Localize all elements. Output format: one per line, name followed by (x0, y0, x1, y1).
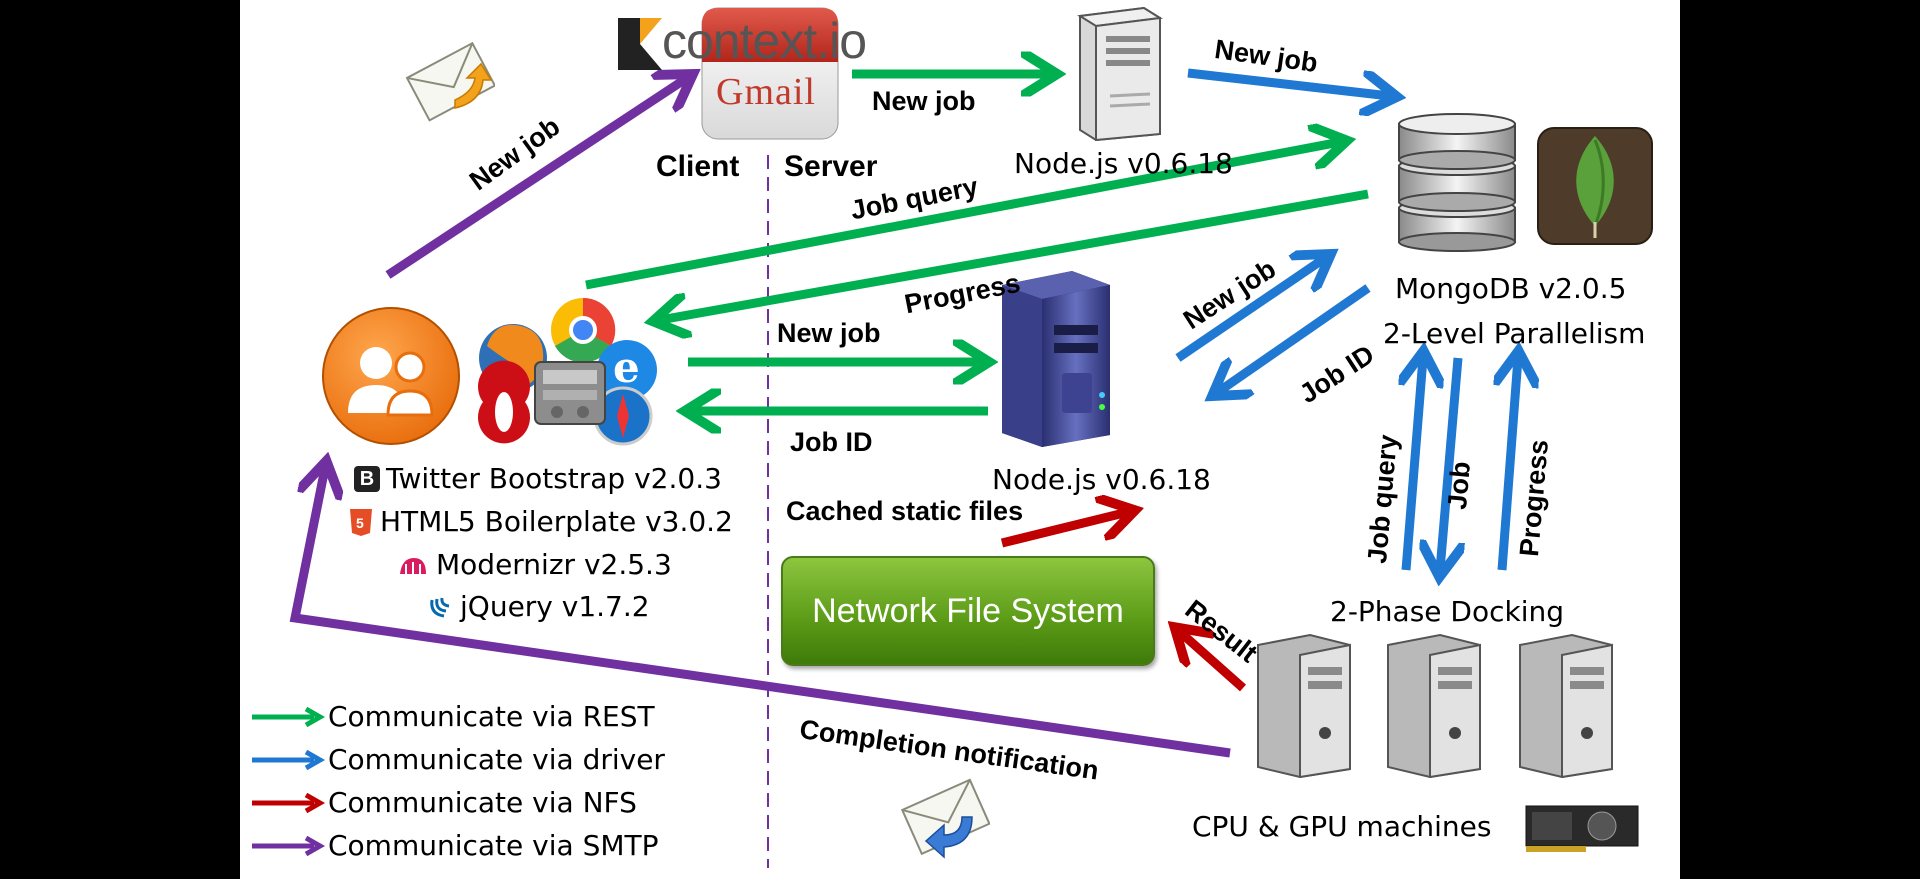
legend-arrow-smtp (252, 835, 326, 856)
users-icon (322, 307, 460, 445)
label-cached-static: Cached static files (786, 496, 1024, 526)
html5-icon: 5 (350, 508, 372, 536)
arrow-rest-job-query (585, 142, 1340, 290)
label-job-v: Job (1442, 460, 1477, 511)
arrow-driver-node-to-mongo (1187, 68, 1390, 96)
legend-item-rest: Communicate via REST (250, 700, 655, 733)
server-label: Server (784, 150, 878, 183)
node-top-label: Node.js v0.6.18 (1014, 147, 1233, 180)
server-icon-mid (1002, 271, 1110, 447)
jquery-icon (430, 597, 450, 617)
arrow-rest-progress (660, 189, 1369, 320)
legend-arrow-rest (252, 706, 326, 727)
legend-arrow-driver (252, 749, 326, 770)
server-icon-top (1077, 6, 1163, 141)
nfs-box: Network File System (781, 556, 1155, 666)
context-io-wordmark: context.io (662, 13, 867, 69)
email-icon (405, 41, 495, 122)
modernizr-icon (400, 557, 426, 574)
legend-item-nfs: Communicate via NFS (250, 786, 637, 819)
gmail-icon (701, 7, 839, 140)
client-label: Client (656, 150, 740, 183)
legend-item-driver: Communicate via driver (250, 743, 665, 776)
label-new-job-rest: New job (777, 318, 881, 348)
legend-arrow-nfs (252, 792, 326, 813)
arrow-driver-progress (1502, 358, 1518, 571)
svg-text:5: 5 (356, 515, 364, 531)
arrow-driver-job-query (1406, 358, 1423, 571)
client-stack-item: B Twitter Bootstrap v2.0.3 (354, 462, 722, 495)
arrow-nfs-result (1180, 632, 1246, 692)
nfs-label: Network File System (812, 591, 1124, 630)
arrows-layer (289, 0, 1680, 868)
node-mid-label: Node.js v0.6.18 (992, 463, 1211, 496)
architecture-diagram: Gmail context.io (240, 0, 1680, 879)
arrow-driver-job-id (1218, 284, 1371, 392)
mongodb-leaf-icon (1537, 127, 1653, 245)
machines-label: CPU & GPU machines (1192, 810, 1492, 843)
arrow-smtp-completion (289, 468, 1231, 758)
machine-icon-3 (1519, 633, 1613, 778)
arrow-smtp-new-job (385, 78, 687, 279)
browsers-icon: e (478, 297, 657, 446)
parallelism-label: 2-Level Parallelism (1383, 317, 1646, 350)
machine-icon-2 (1387, 633, 1481, 778)
client-stack-item: jQuery v1.7.2 (428, 590, 650, 623)
database-icon (1398, 113, 1516, 252)
arrow-driver-job (1440, 357, 1458, 570)
mongodb-label: MongoDB v2.0.5 (1395, 272, 1627, 305)
svg-text:e: e (613, 343, 640, 392)
gpu-card-icon (1525, 805, 1639, 852)
client-stack-item: Modernizr v2.5.3 (398, 548, 672, 581)
gmail-wordmark: Gmail (716, 71, 816, 113)
docking-label: 2-Phase Docking (1330, 595, 1565, 628)
email-reply-icon (900, 778, 990, 859)
machine-icon-1 (1257, 633, 1351, 778)
label-new-job-ctx: New job (872, 86, 976, 116)
context-io-logo (618, 14, 918, 74)
client-stack-item: 5 HTML5 Boilerplate v3.0.2 (348, 505, 733, 538)
arrow-driver-new-job (1175, 258, 1325, 362)
bootstrap-icon: B (354, 465, 380, 492)
legend-item-smtp: Communicate via SMTP (250, 829, 659, 862)
arrow-nfs-cached (1000, 512, 1128, 548)
label-job-id-rest: Job ID (790, 427, 873, 457)
